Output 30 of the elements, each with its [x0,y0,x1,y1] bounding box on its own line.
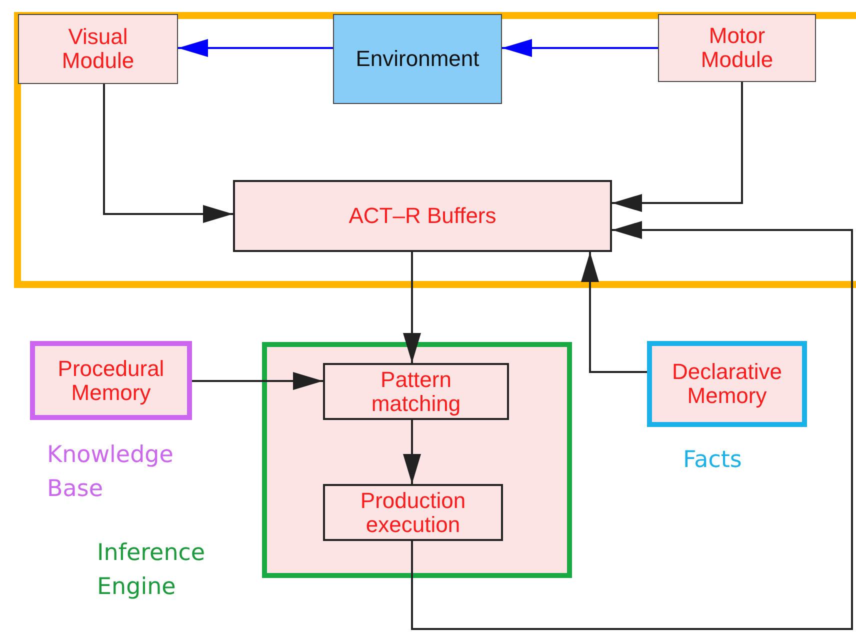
process-box [658,14,816,82]
node-label: Production execution [359,488,467,536]
node-label: Procedural Memory [56,356,166,404]
process-box [18,14,178,84]
arrow [178,39,333,57]
node-label: ACT–R Buffers [348,204,496,228]
arrow [502,39,658,57]
module-frame [14,12,856,288]
group-caption: Knowledge Base [47,441,174,504]
group-caption: Facts [683,446,743,475]
node-label: Pattern matching [370,368,462,416]
memory-box [647,341,807,427]
arrow [411,221,853,630]
group-caption: Inference Engine [97,539,206,602]
arrow [192,372,323,390]
node-label: Visual Module [60,25,136,73]
node-label: Motor Module [700,24,774,72]
process-box [323,484,503,541]
arrow [403,420,421,484]
node-label: Declarative Memory [670,360,784,408]
arrow [103,84,233,223]
engine-frame [262,342,572,578]
process-box [323,363,509,420]
process-box [233,180,612,252]
arrow [403,252,421,363]
memory-box [30,341,192,420]
node-label: Environment [356,47,480,71]
arrow [581,252,647,373]
process-box [333,14,502,104]
arrow [612,82,743,212]
